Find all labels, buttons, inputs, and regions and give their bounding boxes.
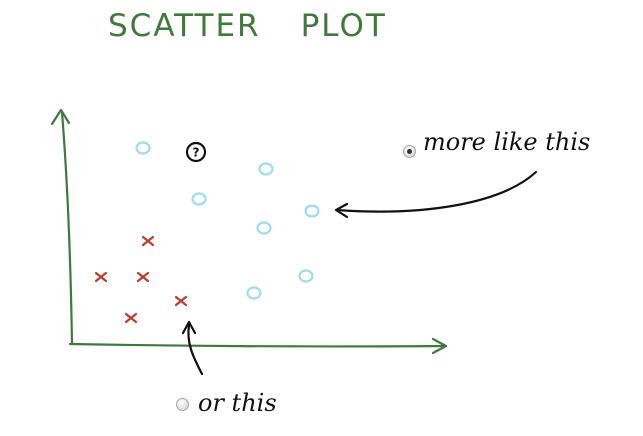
circle-mark: [246, 286, 262, 300]
unknown-point-symbol: ?: [193, 146, 200, 160]
option-label-or-this: or this: [198, 389, 277, 417]
circle-mark: [304, 204, 320, 218]
circle-mark: [298, 269, 314, 283]
cross-mark: [136, 271, 150, 283]
circle-mark: [191, 192, 207, 206]
unknown-point-mark: ?: [185, 141, 207, 163]
radio-more-like-this[interactable]: [403, 145, 416, 158]
cross-mark: [124, 312, 138, 324]
x-axis: [68, 342, 447, 348]
title-word-scatter: SCATTER: [108, 8, 261, 44]
x-axis-arrowhead: [431, 337, 448, 355]
cross-mark: [174, 295, 188, 307]
arrow-more-like-this: [335, 170, 538, 213]
radio-or-this[interactable]: [176, 398, 189, 411]
circle-mark: [258, 162, 274, 176]
arrow-or-this-head: [181, 320, 197, 335]
y-axis-arrowhead: [50, 108, 71, 126]
circle-mark: [135, 141, 151, 155]
circle-mark: [256, 221, 272, 235]
y-axis: [60, 110, 74, 346]
radio-selected-dot: [407, 149, 412, 154]
page-title: SCATTER PLOT: [108, 8, 387, 44]
arrow-or-this: [187, 323, 204, 376]
cross-mark: [94, 271, 108, 283]
arrow-more-like-this-head: [334, 202, 349, 219]
option-label-more-like-this: more like this: [423, 128, 591, 156]
title-word-plot: PLOT: [300, 8, 387, 44]
cross-mark: [141, 235, 155, 247]
